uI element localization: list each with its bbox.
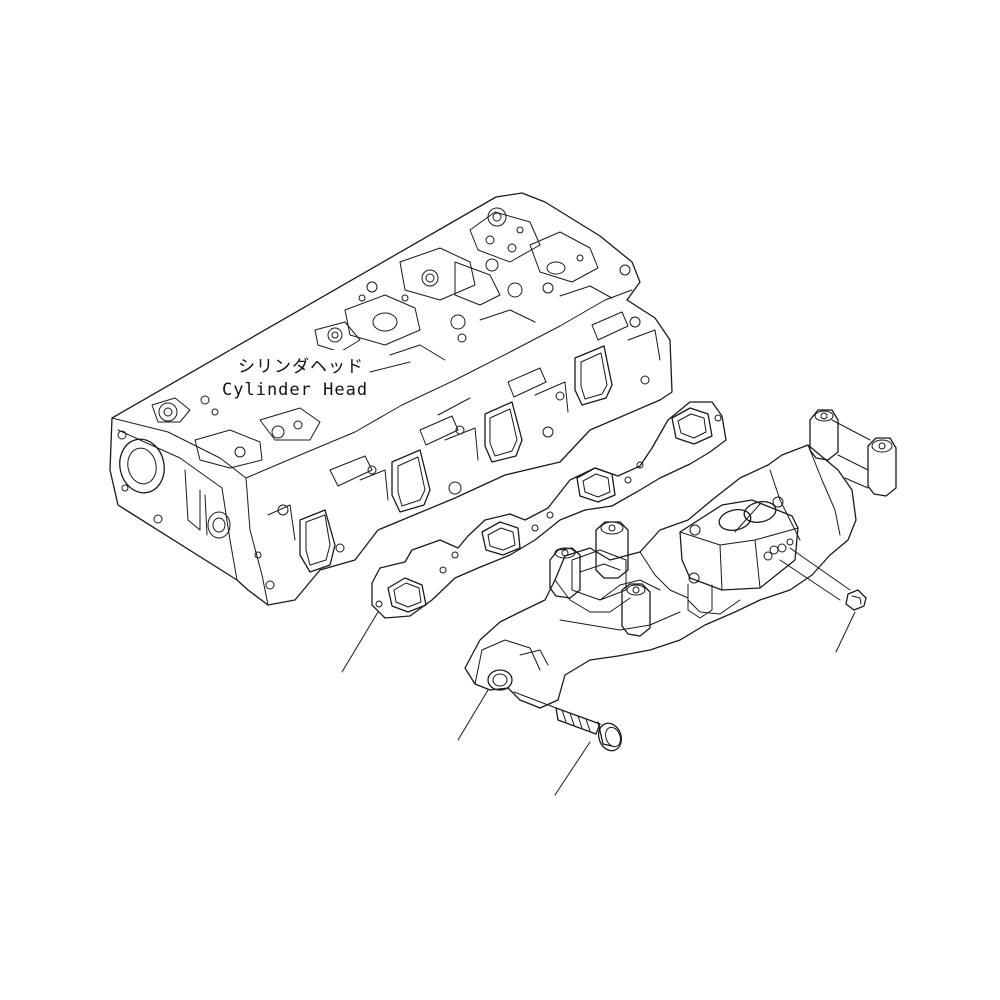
leader-manifold [457, 689, 489, 741]
leader-gasket [341, 611, 379, 673]
cylinder-head [109, 192, 673, 606]
flange-bolt [513, 691, 623, 752]
manifold-gasket [371, 401, 727, 619]
exhaust-manifold [464, 409, 897, 709]
cylinder-head-label: シリンダヘッド Cylinder Head [222, 350, 411, 400]
leader-flange-bolt [554, 741, 591, 796]
cylinder-head-label-ja: シリンダヘッド [238, 357, 364, 377]
leader-small-bolt [835, 611, 856, 653]
cylinder-head-label-en: Cylinder Head [222, 380, 368, 400]
leader-lines [341, 611, 856, 796]
small-bolt [779, 547, 867, 611]
